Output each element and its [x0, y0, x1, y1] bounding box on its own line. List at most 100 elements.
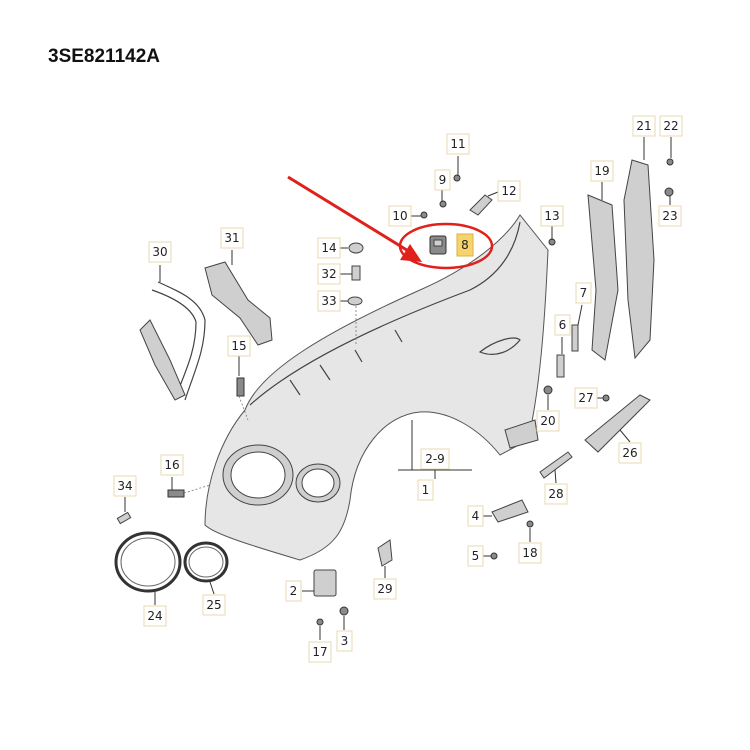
- callout-label: 21: [636, 119, 651, 133]
- callout-box-highlighted: [456, 233, 474, 257]
- part-33-clip: [347, 296, 363, 306]
- callout-14: 14: [317, 237, 341, 259]
- callout-label: 6: [559, 318, 567, 332]
- callout-box: [160, 454, 184, 476]
- callout-box: [575, 282, 592, 304]
- highlight-annotation: [287, 175, 494, 270]
- part-24-ring: [114, 531, 182, 593]
- callout-box: [143, 605, 167, 627]
- callout-24: 24: [143, 605, 167, 627]
- callout-box: [148, 241, 172, 263]
- callout-box: [317, 263, 341, 285]
- callout-22: 22: [659, 115, 683, 137]
- part-34-clip: [116, 511, 132, 525]
- callout-box: [618, 442, 642, 464]
- callout-box: [590, 160, 614, 182]
- callout-label: 3: [341, 634, 349, 648]
- callout-box: [202, 594, 226, 616]
- callout-label: 16: [164, 458, 179, 472]
- part-9-bolt: [439, 200, 447, 208]
- callout-15: 15: [227, 335, 251, 357]
- callout-box: [388, 205, 412, 227]
- callout-6: 6: [554, 314, 571, 336]
- callout-2: 2: [285, 580, 302, 602]
- callout-label: 2-9: [425, 452, 445, 466]
- callout-18: 18: [518, 542, 542, 564]
- part-6-clip: [556, 354, 565, 378]
- callout-label: 10: [392, 209, 407, 223]
- callout-label: 9: [439, 173, 447, 187]
- part-26-vent: [584, 394, 651, 453]
- callout-label: 31: [224, 231, 239, 245]
- callout-box: [467, 545, 484, 567]
- leader-lines: [124, 137, 672, 640]
- callout-16: 16: [160, 454, 184, 476]
- callout-label: 34: [117, 479, 132, 493]
- callout-label: 22: [663, 119, 678, 133]
- callout-33: 33: [317, 290, 341, 312]
- callout-label: 24: [147, 609, 162, 623]
- callout-box: [227, 335, 251, 357]
- callout-12: 12: [497, 180, 521, 202]
- callout-box: [285, 580, 302, 602]
- callout-27: 27: [574, 387, 598, 409]
- part-number-title: 3SE821142A: [48, 46, 160, 67]
- part-2-bracket: [313, 569, 337, 597]
- callout-box: [574, 387, 598, 409]
- part-29-bracket: [377, 539, 393, 567]
- fender-panel: [204, 214, 549, 561]
- callout-label: 19: [594, 164, 609, 178]
- callout-3: 3: [336, 630, 353, 652]
- part-10-bolt: [420, 211, 428, 219]
- callout-31: 31: [220, 227, 244, 249]
- callout-13: 13: [540, 205, 564, 227]
- callout-box: [554, 314, 571, 336]
- part-3-screw: [339, 606, 349, 616]
- callout-32: 32: [317, 263, 341, 285]
- part-5-screw: [490, 552, 498, 560]
- callout-label: 2: [290, 584, 298, 598]
- callout-box: [536, 410, 560, 432]
- callout-20: 20: [536, 410, 560, 432]
- callout-label: 29: [377, 582, 392, 596]
- callout-box: [632, 115, 656, 137]
- callout-4: 4: [467, 505, 484, 527]
- callout-label: 33: [321, 294, 336, 308]
- callout-label: 4: [472, 509, 480, 523]
- part-4-bracket: [491, 499, 529, 523]
- callout-label: 11: [450, 137, 465, 151]
- callout-2-9: 2-9: [420, 448, 450, 470]
- callout-label: 14: [321, 241, 336, 255]
- callout-label: 8: [461, 238, 469, 252]
- part-27-screw: [602, 394, 610, 402]
- callout-19: 19: [590, 160, 614, 182]
- callout-label: 18: [522, 546, 537, 560]
- part-21-seal: [623, 159, 655, 360]
- callout-box: [373, 578, 397, 600]
- part-22-nut: [666, 158, 674, 166]
- callout-box: [317, 237, 341, 259]
- part-17-screw: [316, 618, 324, 626]
- callout-11: 11: [446, 133, 470, 155]
- callout-23: 23: [658, 205, 682, 227]
- callout-34: 34: [113, 475, 137, 497]
- callout-label: 5: [472, 549, 480, 563]
- part-15-bolt: [236, 377, 245, 397]
- callout-25: 25: [202, 594, 226, 616]
- callout-box: [659, 115, 683, 137]
- callout-21: 21: [632, 115, 656, 137]
- part-11-bolt: [453, 174, 461, 182]
- callout-box: [467, 505, 484, 527]
- part-12-bracket: [469, 194, 493, 216]
- callout-label: 12: [501, 184, 516, 198]
- callout-box: [544, 483, 568, 505]
- callout-box: [336, 630, 353, 652]
- callout-box: [317, 290, 341, 312]
- part-31-hinge: [204, 261, 273, 346]
- callout-9: 9: [434, 169, 451, 191]
- part-20-grommet: [543, 385, 553, 395]
- callout-10: 10: [388, 205, 412, 227]
- callout-label: 27: [578, 391, 593, 405]
- part-23-nut: [664, 187, 674, 197]
- callout-box: [540, 205, 564, 227]
